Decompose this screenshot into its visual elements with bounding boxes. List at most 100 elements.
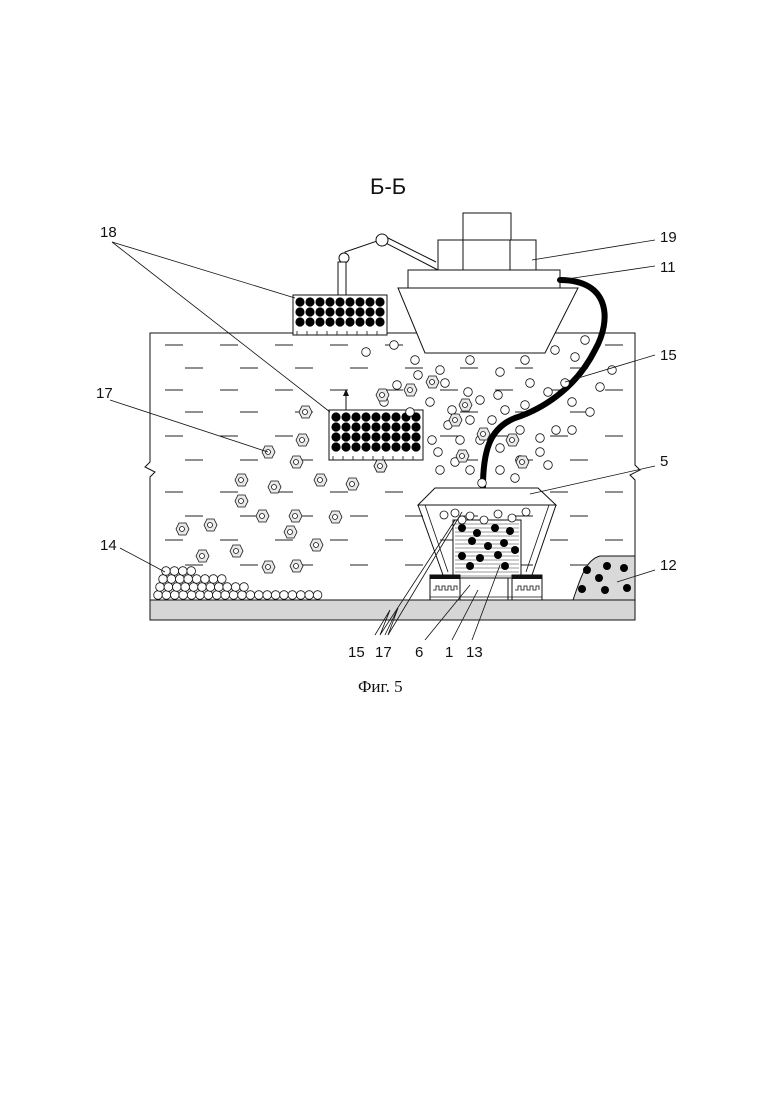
black-nodule xyxy=(381,422,390,431)
black-nodule xyxy=(341,422,350,431)
particle xyxy=(488,416,497,425)
black-nodule xyxy=(335,317,344,326)
flake-core xyxy=(350,482,355,487)
pile-nodule xyxy=(218,575,227,584)
mound-nodule xyxy=(583,566,591,574)
flake xyxy=(404,384,417,396)
particle xyxy=(561,379,570,388)
pile-nodule xyxy=(204,591,213,600)
black-nodule xyxy=(315,307,324,316)
label-15: 15 xyxy=(660,347,677,364)
support-vessel xyxy=(398,213,578,353)
pile-nodule xyxy=(189,583,198,592)
black-nodule xyxy=(391,442,400,451)
flake xyxy=(374,460,387,472)
particle xyxy=(586,408,595,417)
pile-nodule xyxy=(162,591,171,600)
label-14: 14 xyxy=(100,537,117,554)
black-nodule xyxy=(371,442,380,451)
collected-nodule xyxy=(491,524,499,532)
black-nodule xyxy=(305,317,314,326)
pile-nodule xyxy=(297,591,306,600)
flake xyxy=(459,399,472,411)
flake-core xyxy=(293,514,298,519)
black-nodule xyxy=(335,297,344,306)
label-18: 18 xyxy=(100,224,117,241)
particle xyxy=(476,396,485,405)
flake xyxy=(516,456,529,468)
flake xyxy=(299,406,312,418)
flake xyxy=(235,474,248,486)
black-nodule xyxy=(361,422,370,431)
pile-nodule xyxy=(154,591,163,600)
black-nodule xyxy=(401,432,410,441)
black-nodule xyxy=(365,307,374,316)
flake-core xyxy=(208,523,213,528)
black-nodule xyxy=(375,317,384,326)
pile-nodule xyxy=(176,575,185,584)
black-nodule xyxy=(355,317,364,326)
black-nodule xyxy=(391,422,400,431)
black-nodule xyxy=(371,412,380,421)
flake xyxy=(310,539,323,551)
particle xyxy=(536,448,545,457)
pile-nodule xyxy=(206,583,215,592)
flake xyxy=(262,446,275,458)
flake-core xyxy=(200,554,205,559)
black-nodule xyxy=(355,297,364,306)
pile-nodule xyxy=(213,591,222,600)
black-nodule xyxy=(361,412,370,421)
particle xyxy=(448,406,457,415)
black-nodule xyxy=(365,297,374,306)
black-nodule xyxy=(401,442,410,451)
label-15-bottom: 15 xyxy=(348,644,365,661)
mound-nodule xyxy=(595,574,603,582)
mound-nodule xyxy=(623,584,631,592)
label-19: 19 xyxy=(660,229,677,246)
particle xyxy=(521,356,530,365)
flake xyxy=(256,510,269,522)
particle xyxy=(414,371,423,380)
black-nodule xyxy=(361,432,370,441)
collected-nodule xyxy=(468,537,476,545)
flake-core xyxy=(266,565,271,570)
intake-particle xyxy=(440,511,448,519)
label-17: 17 xyxy=(96,385,113,402)
label-5: 5 xyxy=(660,453,668,470)
label-12: 12 xyxy=(660,557,677,574)
flake xyxy=(506,434,519,446)
flake xyxy=(204,519,217,531)
particle xyxy=(436,466,445,475)
pile-nodule xyxy=(246,591,255,600)
flake-core xyxy=(380,393,385,398)
flake-core xyxy=(430,380,435,385)
mound-nodule xyxy=(620,564,628,572)
particle xyxy=(466,356,475,365)
particle xyxy=(441,379,450,388)
label-11: 11 xyxy=(660,259,676,276)
flake xyxy=(176,523,189,535)
particle xyxy=(536,434,545,443)
flake xyxy=(268,481,281,493)
pile-nodule xyxy=(238,591,247,600)
pile-nodule xyxy=(181,583,190,592)
pile-nodule xyxy=(305,591,314,600)
flake-core xyxy=(408,388,413,393)
particle xyxy=(466,466,475,475)
flake xyxy=(477,428,490,440)
flake-core xyxy=(303,410,308,415)
intake-particle xyxy=(451,509,459,517)
black-nodule xyxy=(345,307,354,316)
pile-nodule xyxy=(198,583,207,592)
flake xyxy=(262,561,275,573)
particle xyxy=(436,366,445,375)
collected-nodule xyxy=(473,529,481,537)
mound-nodule xyxy=(578,585,586,593)
particle xyxy=(581,336,590,345)
particle xyxy=(496,444,505,453)
pile-nodule xyxy=(231,583,240,592)
pile-nodule xyxy=(223,583,232,592)
black-nodule xyxy=(295,297,304,306)
pile-nodule xyxy=(288,591,297,600)
